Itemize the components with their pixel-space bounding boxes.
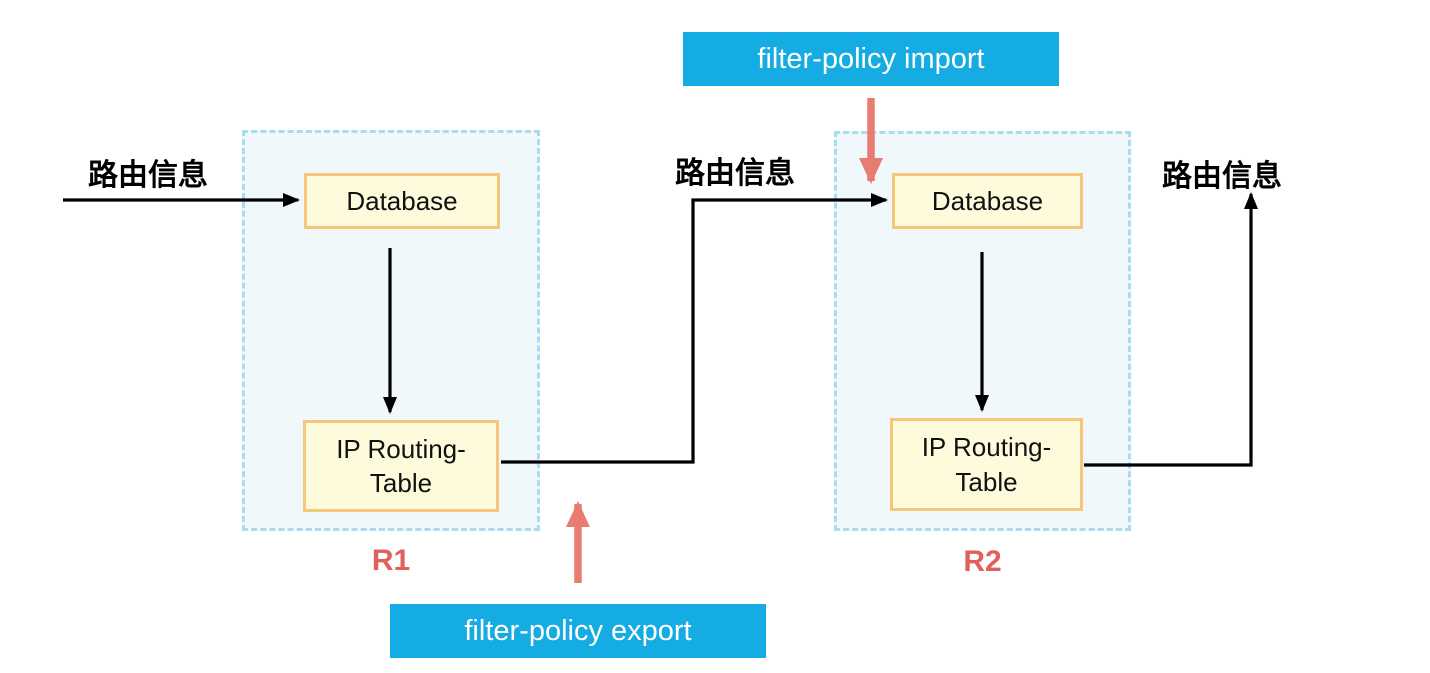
r1-routing-table-box: IP Routing-Table [303, 420, 499, 512]
r2-routing-table-label: IP Routing-Table [921, 432, 1052, 497]
routing-info-label-between: 路由信息 [675, 157, 795, 190]
r1-routing-table-label: IP Routing-Table [336, 433, 466, 498]
r2-routing-table-box: IP Routing-Table [890, 418, 1083, 511]
filter-policy-import-label: filter-policy import [757, 42, 985, 75]
routing-info-label-outgoing: 路由信息 [1162, 160, 1282, 193]
r2-database-box: Database [892, 173, 1083, 229]
r1-database-box: Database [304, 173, 500, 229]
routing-info-label-incoming: 路由信息 [88, 159, 208, 192]
r1-database-label: Database [346, 185, 458, 216]
router-name-r2: R2 [963, 545, 1002, 578]
filter-policy-import-banner: filter-policy import [683, 32, 1059, 86]
r2-database-label: Database [931, 185, 1044, 216]
arrow-r1-routing-table-to-r2-database [501, 193, 888, 464]
filter-policy-export-banner: filter-policy export [390, 604, 766, 658]
router-name-r1: R1 [371, 544, 411, 577]
filter-policy-export-label: filter-policy export [464, 614, 692, 647]
